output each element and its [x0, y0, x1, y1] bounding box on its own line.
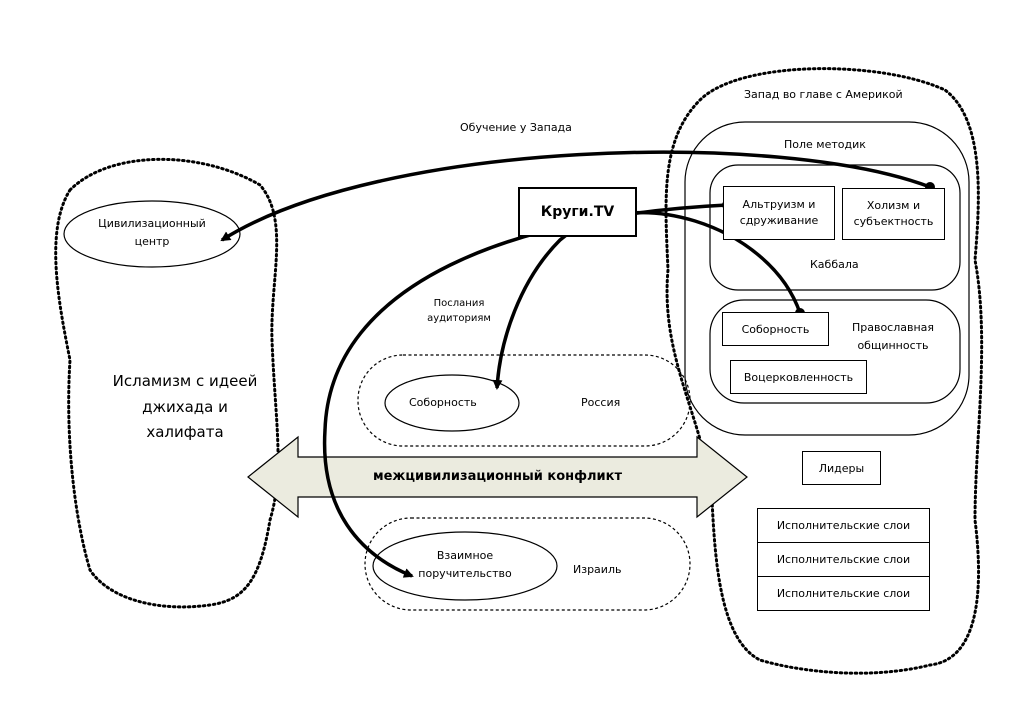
russia-capsule: [357, 354, 691, 447]
orthodox-label: Православная общинность: [851, 321, 935, 352]
executive-layer: Исполнительские слои: [757, 542, 930, 577]
west-cloud: [664, 67, 984, 675]
israel-label: Израиль: [573, 563, 622, 576]
methods-field-label: Поле методик: [784, 138, 866, 151]
learning-arrow: [220, 150, 931, 242]
executive-layer: Исполнительские слои: [757, 576, 930, 611]
israel-concept-label: Взаимное поручительство: [418, 549, 512, 580]
methods-field-outline: [684, 121, 970, 436]
churching-box: Воцерковленность: [730, 360, 867, 394]
kabbalah-label: Каббала: [810, 258, 859, 271]
israel-concept-ellipse: [372, 531, 558, 601]
conflict-label: межцивилизационный конфликт: [372, 469, 623, 484]
altruism-box: Альтруизм и сдруживание: [723, 186, 835, 240]
orthodox-sobornost-box: Соборность: [722, 312, 829, 346]
learning-label: Обучение у Запада: [460, 121, 572, 134]
islam-cloud: [54, 157, 280, 609]
krugi-tv-box: Круги.TV: [518, 187, 637, 237]
executive-layer: Исполнительские слои: [757, 508, 930, 543]
executive-layers-stack: Исполнительские слои Исполнительские сло…: [757, 508, 930, 611]
civilization-center-label: Цивилизационный центр: [98, 217, 206, 249]
russia-label: Россия: [581, 396, 621, 409]
orthodox-group-outline: [709, 299, 961, 404]
russia-concept-label: Соборность: [409, 396, 477, 409]
civilization-center-ellipse: [63, 200, 241, 268]
west-title: Запад во главе с Америкой: [744, 88, 903, 101]
israel-capsule: [364, 517, 691, 611]
holism-box: Холизм и субъектность: [842, 188, 945, 240]
russia-sobornost-ellipse: [384, 374, 520, 432]
islamism-title: Исламизм с идеей джихада и халифата: [112, 372, 258, 441]
messages-label: Послания аудиториям: [427, 298, 491, 324]
leaders-box: Лидеры: [802, 451, 881, 485]
conflict-arrow: [247, 435, 748, 519]
